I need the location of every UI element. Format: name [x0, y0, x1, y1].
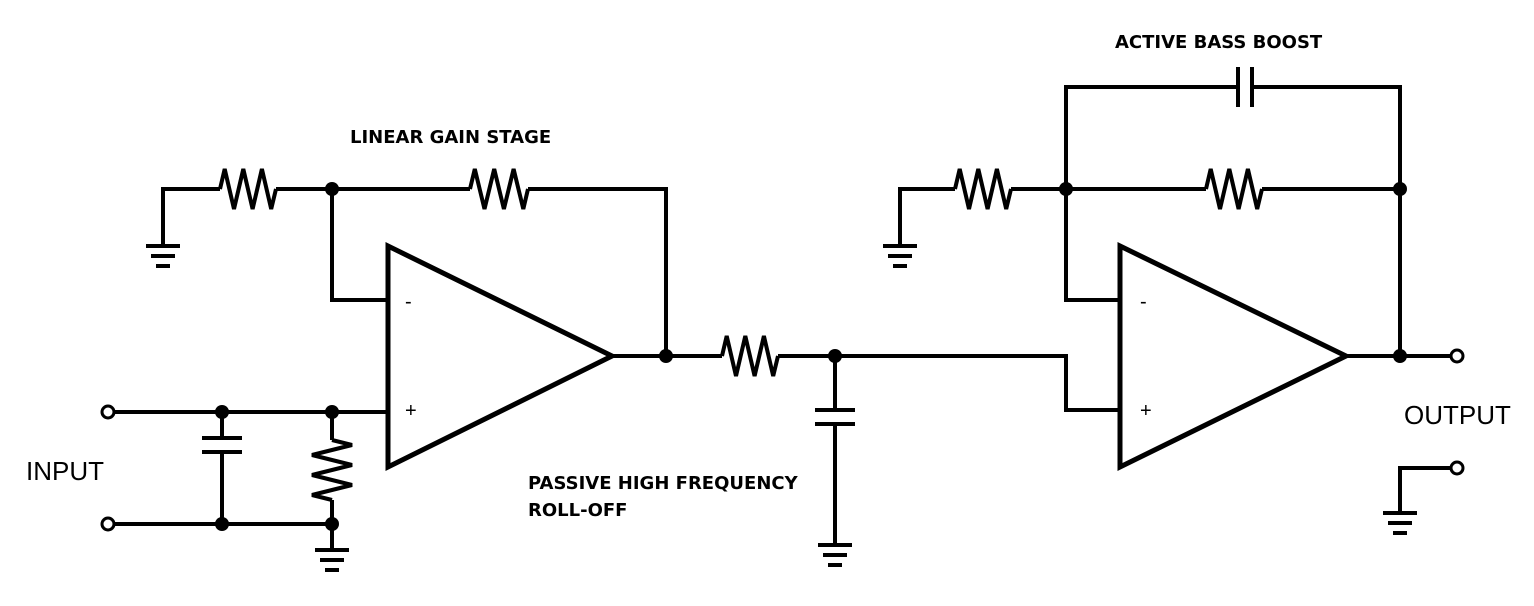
ground-symbol-2: [315, 548, 349, 572]
junction-node: [215, 517, 229, 531]
resistor-r4-feedback: [1204, 168, 1264, 210]
junction-node: [828, 349, 842, 363]
ground-symbol-5: [1383, 511, 1417, 535]
opamp-2: [1117, 242, 1352, 472]
input-terminal-top: [100, 404, 116, 420]
input-label: INPUT: [26, 456, 104, 486]
resistor-input-shunt: [311, 438, 353, 502]
output-terminal-top: [1449, 348, 1465, 364]
ground-symbol-1: [146, 244, 180, 268]
linear-gain-stage-label: LINEAR GAIN STAGE: [350, 127, 551, 148]
junction-node: [325, 405, 339, 419]
opamp2-plus-label: +: [1140, 400, 1152, 422]
resistor-r3: [953, 168, 1013, 210]
output-terminal-bottom: [1449, 460, 1465, 476]
resistor-r1: [218, 168, 278, 210]
resistor-r2-feedback: [468, 168, 530, 210]
output-label: OUTPUT: [1404, 400, 1511, 430]
resistor-rolloff: [720, 335, 780, 377]
capacitor-feedback: [1236, 67, 1254, 107]
junction-node: [1393, 182, 1407, 196]
capacitor-rolloff: [815, 408, 855, 426]
junction-node: [325, 517, 339, 531]
opamp2-minus-label: -: [1140, 291, 1147, 313]
junction-node: [215, 405, 229, 419]
input-terminal-bottom: [100, 516, 116, 532]
opamp1-plus-label: +: [405, 400, 417, 422]
passive-hf-rolloff-label-line2: ROLL-OFF: [528, 500, 627, 521]
junction-node: [325, 182, 339, 196]
active-bass-boost-label: ACTIVE BASS BOOST: [1115, 32, 1323, 53]
ground-symbol-3: [818, 543, 852, 567]
ground-symbol-4: [883, 244, 917, 268]
passive-hf-rolloff-label-line1: PASSIVE HIGH FREQUENCY: [528, 473, 799, 494]
junction-node: [1059, 182, 1073, 196]
junction-node: [1393, 349, 1407, 363]
rolloff-wires: [778, 354, 1120, 545]
opamp-1: [385, 241, 618, 472]
capacitor-input: [202, 436, 242, 454]
opamp1-minus-label: -: [405, 291, 412, 313]
junction-node: [659, 349, 673, 363]
